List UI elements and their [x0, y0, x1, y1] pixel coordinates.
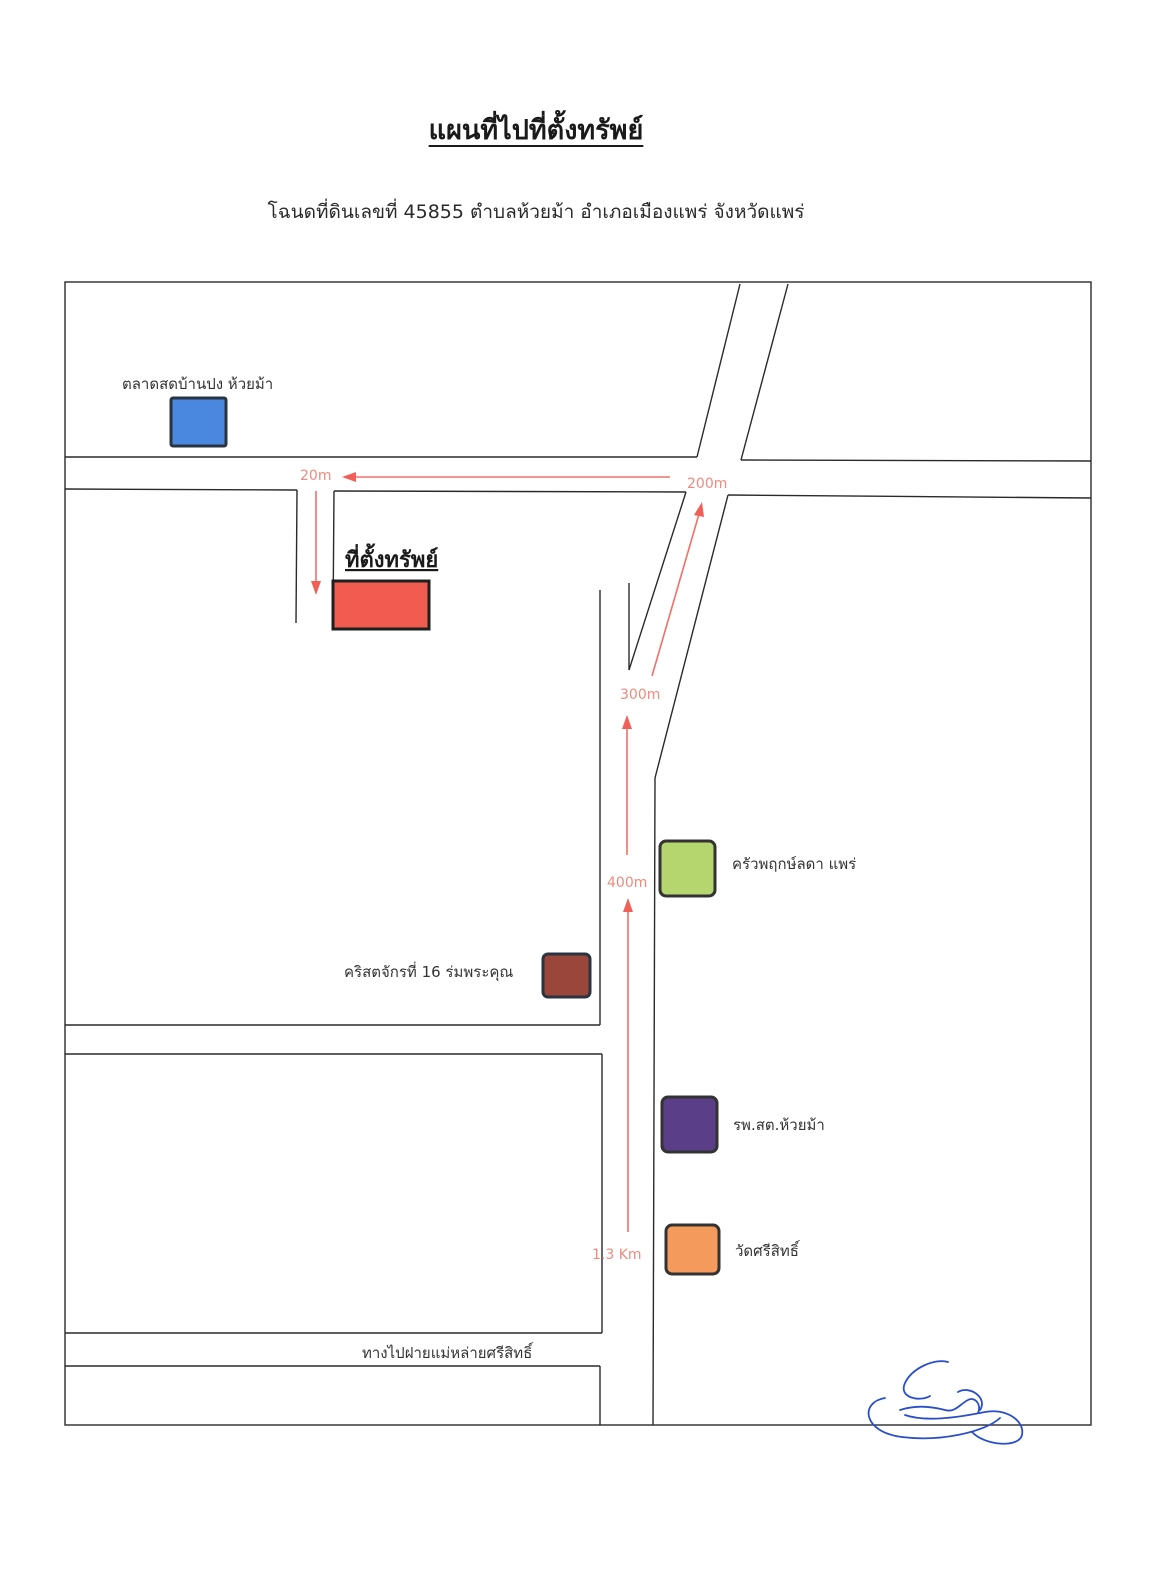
- road-edge-diag-upper-left: [696, 283, 741, 458]
- route-arrowhead-3: [694, 502, 704, 517]
- route: [311, 472, 704, 1232]
- distance-label-400m: 400m: [607, 875, 647, 891]
- market-marker: [169, 396, 228, 448]
- signature: [867, 1360, 1023, 1445]
- route-arrowhead-4: [342, 472, 356, 482]
- market-label: ตลาดสดบ้านปง ห้วยม้า: [122, 375, 273, 393]
- distance-label-20m: 20m: [300, 468, 331, 484]
- restaurant-marker: [658, 839, 717, 898]
- route-arrowhead-1: [623, 898, 633, 912]
- church-label: คริสตจักรที่ 16 ร่มพระคุณ: [344, 961, 513, 982]
- health-center-label: รพ.สต.ห้วยม้า: [733, 1116, 825, 1134]
- route-segment-3: [651, 513, 700, 677]
- property-marker: [331, 579, 431, 631]
- road-edge-diag-lower-left: [628, 491, 687, 671]
- road-edge-top-left-lower: [65, 488, 298, 491]
- deed-subtitle: โฉนดที่ดินเลขที่ 45855 ตำบลห้วยม้า อำเภอ…: [267, 201, 805, 223]
- road-edge-top-mid-lower: [333, 490, 687, 493]
- road-edge-diag-lower-right: [654, 494, 729, 779]
- restaurant-label: ครัวพฤกษ์ลดา แพร่: [732, 855, 856, 873]
- temple-marker: [664, 1223, 721, 1276]
- road-edge-top-right-upper: [740, 459, 1091, 462]
- map-frame: [64, 281, 1092, 1426]
- road-network: [65, 283, 1091, 1425]
- church-marker: [541, 952, 592, 999]
- route-arrowhead-2: [622, 715, 632, 729]
- road-edge-top-right-lower: [727, 494, 1091, 499]
- distance-label-300m: 300m: [620, 687, 660, 703]
- route-arrowhead-5: [311, 581, 321, 595]
- distance-label-1-3km: 1.3 Km: [592, 1247, 642, 1263]
- health-center-marker: [660, 1095, 719, 1154]
- page-title: แผนที่ไปที่ตั้งทรัพย์: [428, 115, 644, 146]
- road-label: ทางไปฝายแม่หล่ายศรีสิทธิ์: [362, 1342, 534, 1362]
- road-edge-vert-right: [652, 777, 656, 1425]
- lane-edge-left: [295, 489, 298, 624]
- temple-label: วัดศรีสิทธิ์: [735, 1240, 801, 1260]
- distance-label-200m: 200m: [687, 476, 727, 492]
- road-edge-diag-upper-right: [740, 283, 789, 461]
- property-label: ที่ตั้งทรัพย์: [345, 543, 438, 573]
